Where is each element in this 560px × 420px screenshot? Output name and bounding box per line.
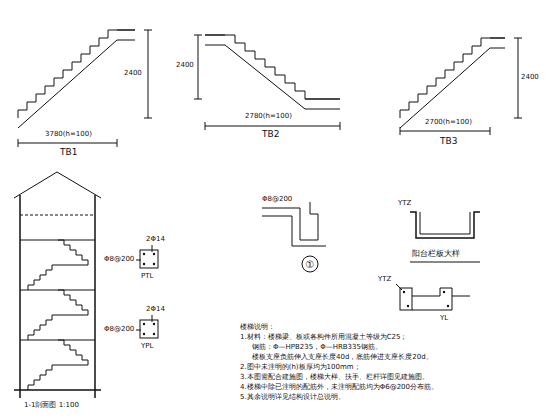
rebar-dot	[403, 291, 405, 293]
dimension: 2400	[176, 62, 194, 70]
dimension: 2400	[521, 74, 539, 82]
note-line: 4.楼梯中除已注明的配筋外，未注明配筋均为Φ6@200分布筋。	[240, 384, 438, 392]
member-name: YTZ	[378, 276, 391, 284]
rebar-dot	[143, 253, 145, 255]
callout-number: ①	[306, 259, 315, 270]
drawing-title: TB1	[60, 148, 77, 158]
rebar-label: Φ8@200	[104, 326, 134, 334]
rebar-dot	[153, 263, 155, 265]
rebar-dot	[143, 263, 145, 265]
note-line: 1.材料：楼梯梁、板或各构件所用混凝土等级为C25；	[240, 334, 407, 342]
stair-steps	[28, 315, 58, 340]
notes-title: 楼梯说明：	[240, 324, 275, 332]
rebar-label: 2Φ14	[146, 236, 165, 244]
stair-steps	[18, 30, 117, 118]
beam-name: YPL	[141, 343, 153, 351]
rebar-label: Φ8@200	[104, 256, 134, 264]
rebar-dot	[407, 305, 409, 307]
member-name: YTZ	[398, 200, 411, 208]
stair-steps	[58, 315, 88, 316]
stair-steps	[58, 240, 88, 265]
note-line: 楼板支座负筋伸入支座长度40d，底筋伸进支座长度20d。	[252, 354, 433, 362]
drawing-title: TB3	[440, 137, 457, 147]
dimension: 2700(h=100)	[425, 119, 472, 127]
note-line: 3.本图需配合建施图，楼梯大样、扶手、栏杆详图见建施图。	[240, 374, 429, 382]
rebar-dot	[447, 305, 449, 307]
slab-underside	[18, 40, 117, 128]
stair-steps	[58, 340, 88, 365]
note-line: 钢筋：Φ—HPB235，Φ—HRB335钢筋。	[252, 344, 382, 352]
note-line: 5.其余说明详见结构设计总说明。	[240, 394, 345, 402]
detail-title: 阳台栏板大样	[412, 250, 460, 259]
rebar-dot	[143, 333, 145, 335]
stair-steps	[225, 35, 305, 99]
note-line: 2.图中未注明的(h)板厚均为100mm；	[240, 364, 361, 372]
rebar-dot	[143, 323, 145, 325]
stair-steps	[400, 38, 490, 118]
dimension: 3780(h=100)	[45, 131, 92, 139]
dimension: 2780(h=100)	[245, 113, 292, 121]
roof	[14, 172, 101, 198]
member-name: YL	[440, 315, 448, 323]
rebar-dot	[153, 333, 155, 335]
stair-steps	[28, 265, 58, 290]
dimension-line	[18, 143, 117, 144]
drawing-title: TB2	[262, 130, 279, 140]
rebar-label: 2Φ14	[146, 306, 165, 314]
stair-steps	[58, 265, 88, 266]
stair-steps	[58, 365, 88, 366]
rebar-dot	[153, 253, 155, 255]
stair-steps	[28, 365, 58, 390]
beam-name: PTL	[141, 273, 153, 281]
rebar-label: Φ8@200	[262, 196, 292, 204]
section-caption: 1-1剖面图 1:100	[24, 402, 79, 410]
dimension: 2400	[124, 70, 142, 78]
stair-steps	[58, 290, 88, 315]
rebar-dot	[153, 323, 155, 325]
rebar-dot	[443, 291, 445, 293]
